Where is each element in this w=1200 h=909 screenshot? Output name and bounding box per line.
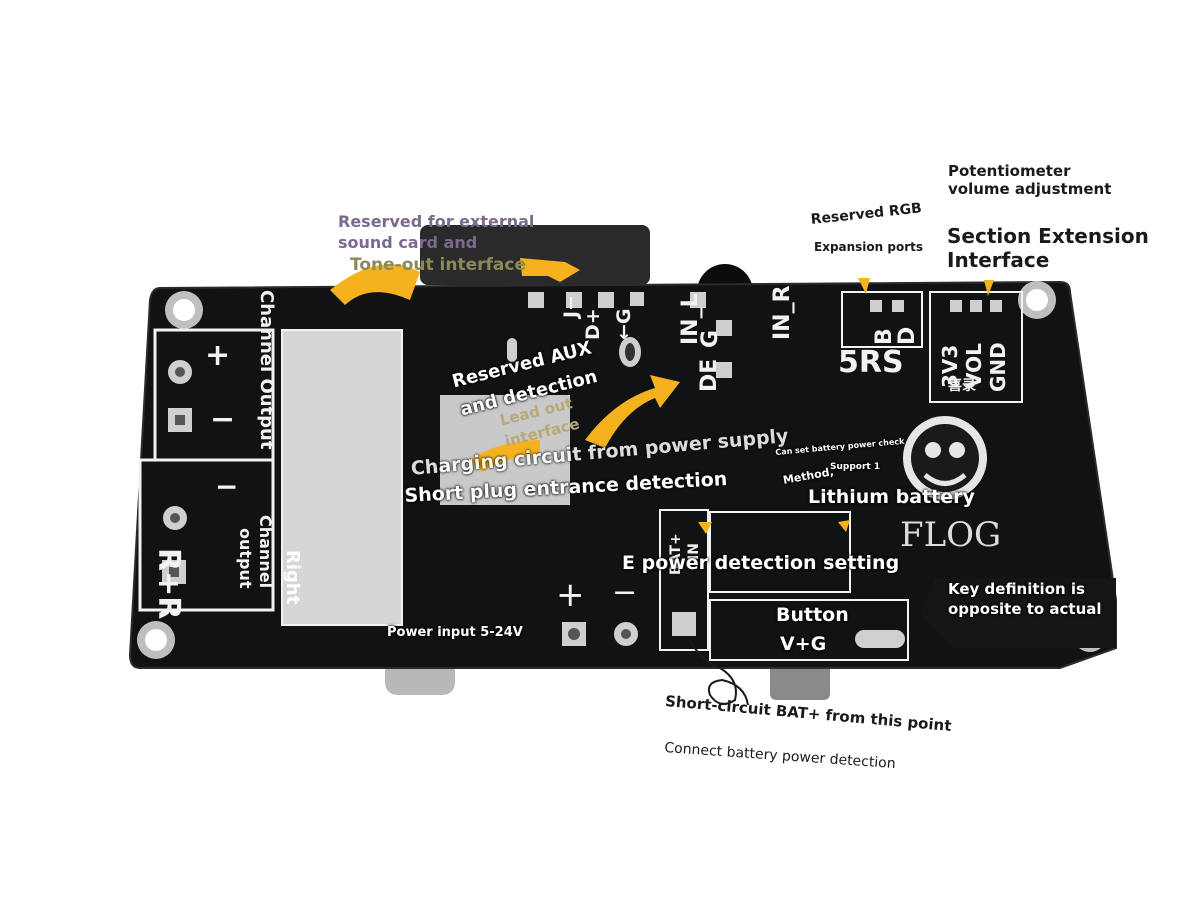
label-potentiometer-1: Potentiometer: [948, 162, 1071, 180]
mount-hole-tr: [1018, 281, 1056, 319]
label-power-input: Power input 5-24V: [387, 625, 523, 640]
extension-pads: [870, 300, 1002, 312]
label-button: Button: [776, 604, 849, 626]
scribble-pointer: [689, 639, 749, 706]
label-expansion-ports: Expansion ports: [814, 240, 924, 254]
silk-chinese: 喜录: [948, 378, 976, 394]
arrow-lead-out: [470, 375, 680, 472]
silk-right: Right: [282, 550, 303, 605]
label-power-detection-setting: E power detection setting: [622, 552, 900, 574]
silk-j-minus: J−: [560, 295, 582, 318]
label-external-sound-card-2: sound card and: [338, 233, 478, 252]
label-external-sound-card-1: Reserved for external: [338, 212, 535, 231]
battery-area-outline: [709, 511, 851, 593]
label-tone-out: Tone-out interface: [350, 255, 526, 275]
silk-d: D: [895, 326, 920, 345]
silk-gnd: GND: [986, 342, 1010, 392]
silk-in-r: IN_R: [770, 285, 795, 340]
flog-logo-graphic: [903, 416, 987, 500]
mount-hole-tl: [165, 291, 203, 329]
silk-flog: FLOG: [900, 515, 1002, 555]
silk-channel-output-right-1: Channel: [256, 515, 275, 589]
silk-left-plus: +: [205, 338, 231, 373]
usb-port: [770, 660, 830, 700]
arrow-marks-top: [698, 278, 994, 534]
silk-right-minus: −: [215, 470, 239, 503]
silk-power-plus: +: [556, 575, 585, 615]
right-terminal-outline: [138, 458, 275, 612]
key-definition-banner: [920, 578, 1116, 648]
silk-g-arrow: ←G: [613, 308, 635, 340]
label-key-definition-2: opposite to actual: [948, 600, 1102, 618]
silk-channel-output-right-2: output: [236, 528, 255, 589]
button-pad: [855, 630, 905, 648]
mount-hole-bl: [137, 621, 175, 659]
silk-r-plus-r: R+R: [151, 548, 186, 620]
rgb-header-outline: [841, 291, 923, 348]
silk-g: G: [698, 329, 723, 348]
button-outline: [709, 599, 909, 661]
label-vg: V+G: [780, 633, 827, 655]
terminal-pads: [162, 360, 192, 584]
silk-b: B: [872, 328, 897, 345]
label-key-definition-1: Key definition is: [948, 580, 1085, 598]
output-chip: [281, 329, 403, 626]
bat-pad-outline: [659, 509, 709, 651]
power-input-pads: [562, 622, 638, 646]
silk-d-plus: D+: [582, 308, 604, 340]
label-support: Support 1: [830, 462, 881, 472]
extension-header-outline: [929, 291, 1023, 403]
label-potentiometer-2: volume adjustment: [948, 180, 1112, 198]
silk-5rs: 5RS: [838, 345, 904, 380]
silk-channel-output-left: Channel Output: [256, 290, 277, 450]
label-section-extension-2: Interface: [947, 248, 1050, 272]
label-section-extension-1: Section Extension: [947, 224, 1149, 248]
bat-plus-pad: [672, 612, 696, 636]
silk-power-minus: −: [612, 575, 638, 610]
label-lithium-battery: Lithium battery: [808, 486, 975, 508]
silk-left-minus: −: [210, 402, 236, 437]
arrow-tone-out: [330, 258, 580, 305]
audio-jack-top: [420, 225, 650, 285]
silk-de: DE: [697, 358, 722, 392]
header-pads-top: [507, 292, 732, 378]
